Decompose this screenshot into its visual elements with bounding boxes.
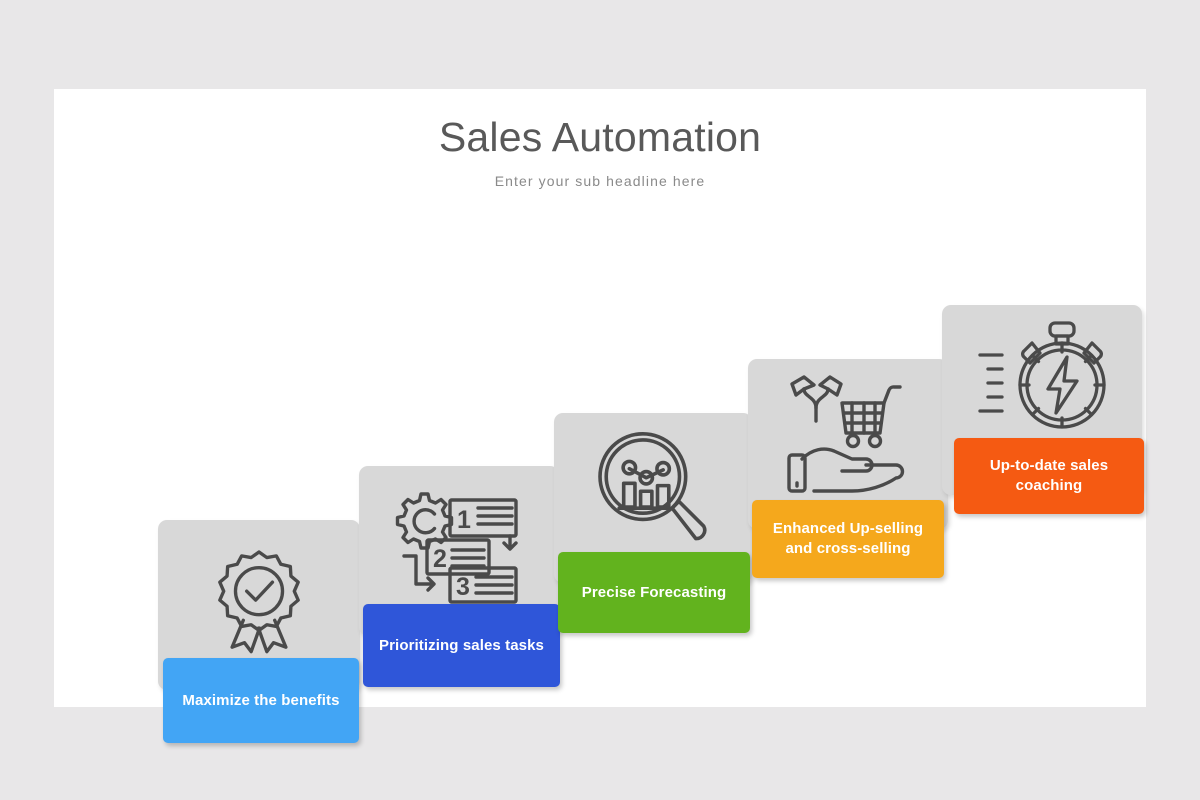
step-1-label-text: Maximize the benefits — [182, 691, 340, 709]
magnifier-bar-chart-icon — [591, 427, 715, 551]
step-5-label[interactable]: Up-to-date sales coaching — [954, 438, 1144, 514]
step-2-label-text: Prioritizing sales tasks — [379, 636, 544, 654]
svg-text:2: 2 — [433, 545, 447, 573]
page-subtitle: Enter your sub headline here — [494, 173, 706, 190]
page-title: Sales Automation — [438, 114, 762, 160]
award-badge-icon — [203, 543, 315, 655]
step-4-label-text: Enhanced Up-selling and cross-selling — [772, 520, 924, 557]
heading-block: Sales Automation Enter your sub headline… — [54, 114, 1146, 189]
step-5[interactable]: Up-to-date sales coaching — [942, 305, 1144, 514]
step-1[interactable]: Maximize the benefits — [158, 520, 360, 743]
step-3-label[interactable]: Precise Forecasting — [558, 552, 750, 633]
hand-shopping-cart-icon — [780, 371, 916, 495]
svg-text:3: 3 — [456, 573, 470, 601]
step-2[interactable]: 1 2 3 Prioritizing sales tasks — [359, 466, 560, 687]
step-3[interactable]: Precise Forecasting — [554, 413, 752, 633]
stopwatch-lightning-icon — [974, 319, 1110, 437]
step-2-label[interactable]: Prioritizing sales tasks — [363, 604, 560, 687]
step-1-label[interactable]: Maximize the benefits — [163, 658, 359, 743]
step-3-label-text: Precise Forecasting — [581, 583, 727, 601]
slide-canvas: Sales Automation Enter your sub headline… — [54, 89, 1146, 743]
step-4-label[interactable]: Enhanced Up-selling and cross-selling — [752, 500, 944, 578]
gear-task-list-icon: 1 2 3 — [394, 488, 524, 606]
svg-text:1: 1 — [457, 506, 471, 534]
step-4[interactable]: Enhanced Up-selling and cross-selling — [748, 359, 948, 578]
step-5-label-text: Up-to-date sales coaching — [989, 457, 1109, 494]
staircase-diagram: Maximize the benefits 1 2 — [54, 89, 1146, 743]
